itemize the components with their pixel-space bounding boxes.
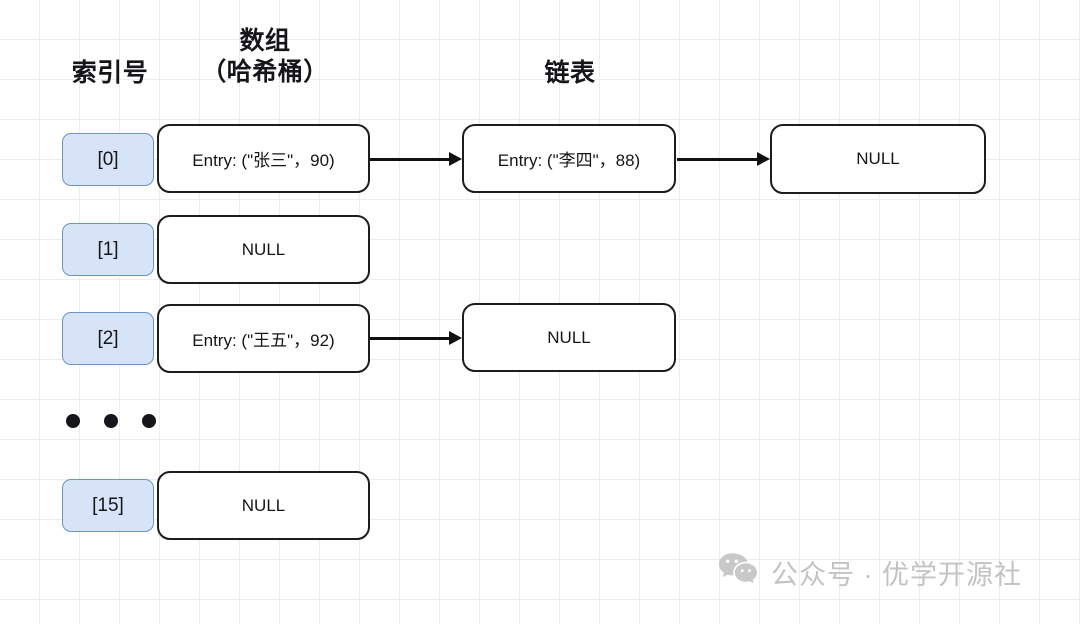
bucket-node-1[interactable]: NULL <box>157 215 370 284</box>
chain-node-2-1[interactable]: NULL <box>462 303 676 372</box>
index-box-15[interactable]: [15] <box>62 479 154 532</box>
index-box-2[interactable]: [2] <box>62 312 154 365</box>
index-box-0[interactable]: [0] <box>62 133 154 186</box>
bucket-node-15[interactable]: NULL <box>157 471 370 540</box>
wechat-icon <box>718 552 758 593</box>
index-box-1[interactable]: [1] <box>62 223 154 276</box>
arrow-row0-bucket-to-node1 <box>370 152 462 166</box>
arrow-row2-bucket-to-null <box>370 331 462 345</box>
chain-node-0-1[interactable]: Entry: ("李四"，88) <box>462 124 676 193</box>
column-header-index: 索引号 <box>71 59 149 87</box>
bucket-node-2[interactable]: Entry: ("王五"，92) <box>157 304 370 373</box>
ellipsis-dots <box>66 414 162 432</box>
column-header-linked-list: 链表 <box>544 59 596 87</box>
chain-node-0-2[interactable]: NULL <box>770 124 986 194</box>
column-header-array: 数组 （哈希桶） <box>201 27 329 87</box>
arrow-row0-node1-to-null <box>677 152 770 166</box>
watermark-text: 公众号 · 优学开源社 <box>771 560 1022 590</box>
bucket-node-0[interactable]: Entry: ("张三"，90) <box>157 124 370 193</box>
watermark: 公众号 · 优学开源社 <box>718 552 1022 593</box>
